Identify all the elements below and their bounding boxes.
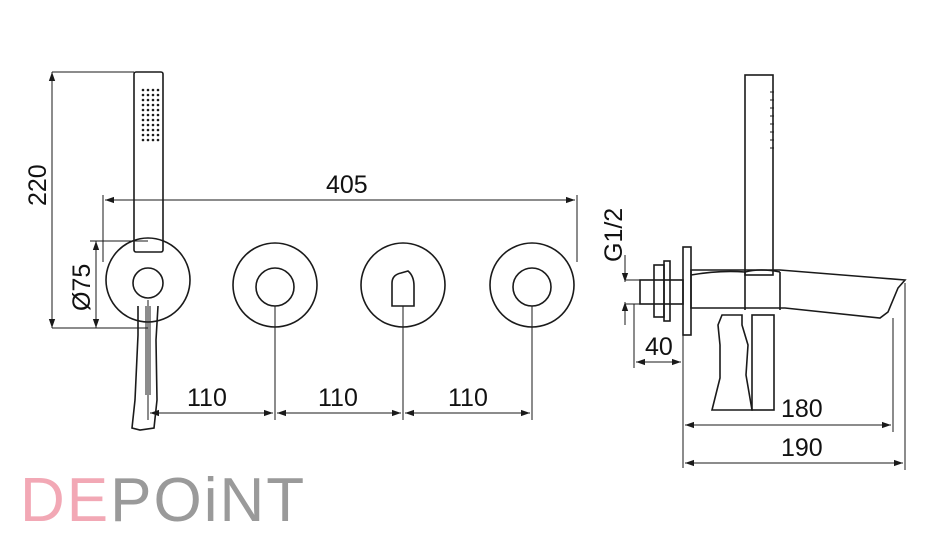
brand-logo-part1: DE [20,466,111,535]
shower-nozzles [141,88,160,142]
spout-body [690,269,907,319]
total-width-label: 405 [326,171,368,199]
hand-shower [133,71,164,253]
side-hand-shower [744,74,774,276]
front-view: 220 Ø75 405 110 110 110 [24,71,578,431]
height-label: 220 [24,164,52,206]
spacing-3-label: 110 [448,384,488,412]
brand-logo-part2: POiNT [110,466,307,535]
dimension-projection-1: 180 [682,318,894,468]
side-view: G1/2 40 180 190 [600,74,907,470]
spacing-2-label: 110 [318,384,358,412]
dimension-spacing: 110 110 110 [147,300,533,420]
depth-label: 40 [645,333,673,361]
wall-plate [682,246,692,336]
dimension-total-width: 405 [102,171,578,262]
dimension-thread: G1/2 [600,208,629,325]
projection-1-label: 180 [781,395,823,423]
wall-fittings [625,260,684,322]
rosette-holder [105,237,191,431]
thread-label: G1/2 [600,208,628,262]
diameter-label: Ø75 [68,264,96,311]
brand-logo: DEPOiNT [20,470,306,532]
dimension-height: 220 [24,71,148,329]
dimension-diameter: Ø75 [68,240,148,329]
projection-2-label: 190 [781,434,823,462]
dimension-depth: 40 [633,304,684,368]
dimension-projection-2: 190 [685,283,906,470]
side-hose [710,314,775,411]
spacing-1-label: 110 [187,384,227,412]
